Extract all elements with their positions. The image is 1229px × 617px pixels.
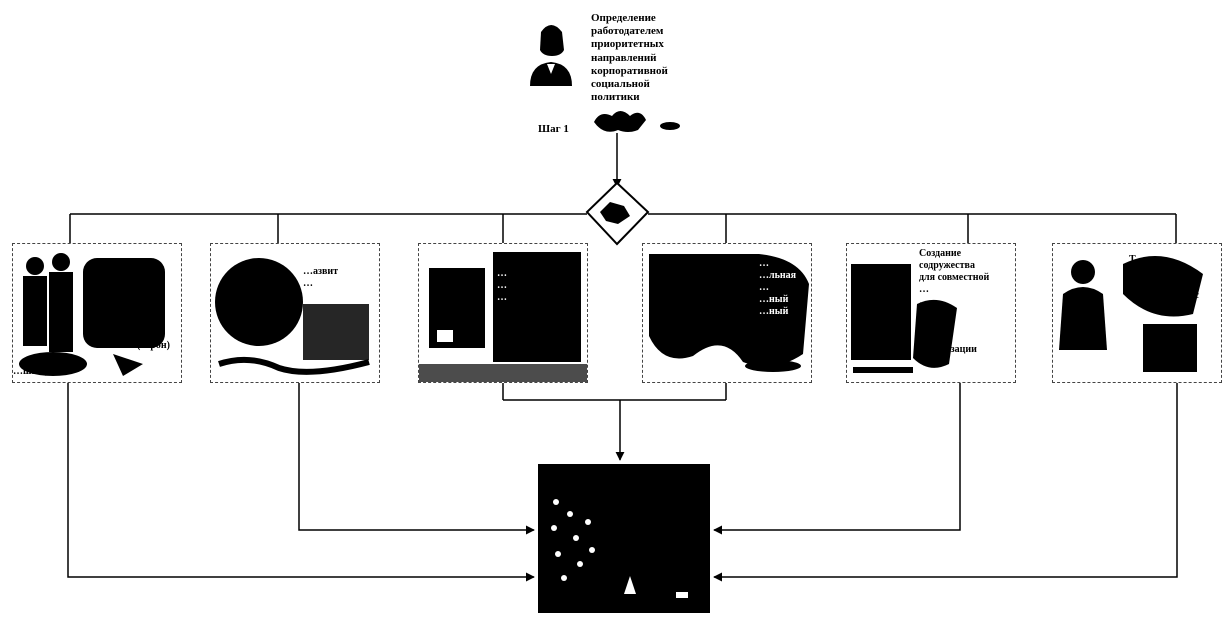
round-seal-icon bbox=[211, 244, 379, 382]
panel-5-text: Создание содружества для совместной … … … bbox=[919, 248, 1015, 356]
result-badge-icon bbox=[536, 462, 712, 615]
panel-1-text: (…рон) bbox=[137, 340, 181, 352]
panel-2-text: …азвит … bbox=[303, 266, 377, 290]
panel-5: Создание содружества для совместной … … … bbox=[846, 243, 1016, 383]
priority-directions-text: Определение работодателем приоритетных н… bbox=[591, 12, 687, 104]
panel-6-text: Т… …ании …и …очий процесс bbox=[1129, 254, 1221, 302]
people-group-icon bbox=[13, 244, 181, 382]
decision-diamond-icon bbox=[587, 183, 648, 244]
decorative-blob-icon bbox=[582, 96, 694, 136]
office-desk-icon bbox=[419, 244, 587, 382]
panel-4-text: … …льная … …ный …ный bbox=[759, 258, 811, 318]
panel-3-text: … … … bbox=[497, 268, 583, 304]
panel-6: Т… …ании …и …очий процесс bbox=[1052, 243, 1222, 383]
panel-3: … … … bbox=[418, 243, 588, 383]
panel-4: … …льная … …ный …ный bbox=[642, 243, 812, 383]
panel-1-caption: …шзации bbox=[13, 366, 58, 378]
panel-1: (…рон) …шзации bbox=[12, 243, 182, 383]
panel-2: …азвит … bbox=[210, 243, 380, 383]
person-avatar-icon bbox=[528, 22, 574, 86]
step-label: Шаг 1 bbox=[538, 123, 569, 135]
